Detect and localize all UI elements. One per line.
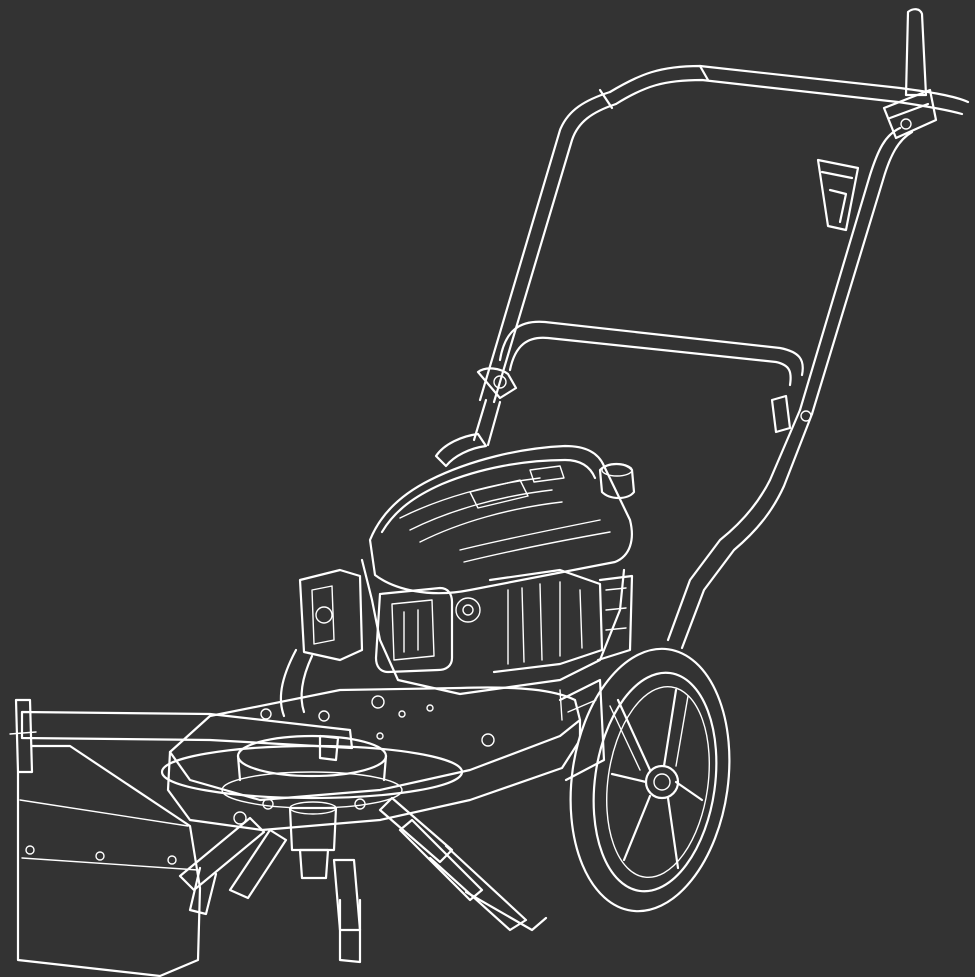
trimmer-line-cords: [178, 796, 548, 964]
handle-knob-left: [476, 367, 518, 400]
lower-handle-bar: [472, 320, 814, 650]
trimmer-head: [160, 734, 464, 880]
engine: [298, 432, 636, 696]
mower-deck: [9, 686, 582, 977]
rear-wheel: [569, 647, 731, 913]
wheel-axle-bracket: [558, 678, 606, 782]
upper-handle-bar: [478, 64, 970, 416]
bail-lever: [816, 158, 860, 232]
handle-knob-right: [770, 394, 812, 434]
throttle-lever: [882, 8, 938, 140]
engine-mount: [279, 648, 563, 721]
